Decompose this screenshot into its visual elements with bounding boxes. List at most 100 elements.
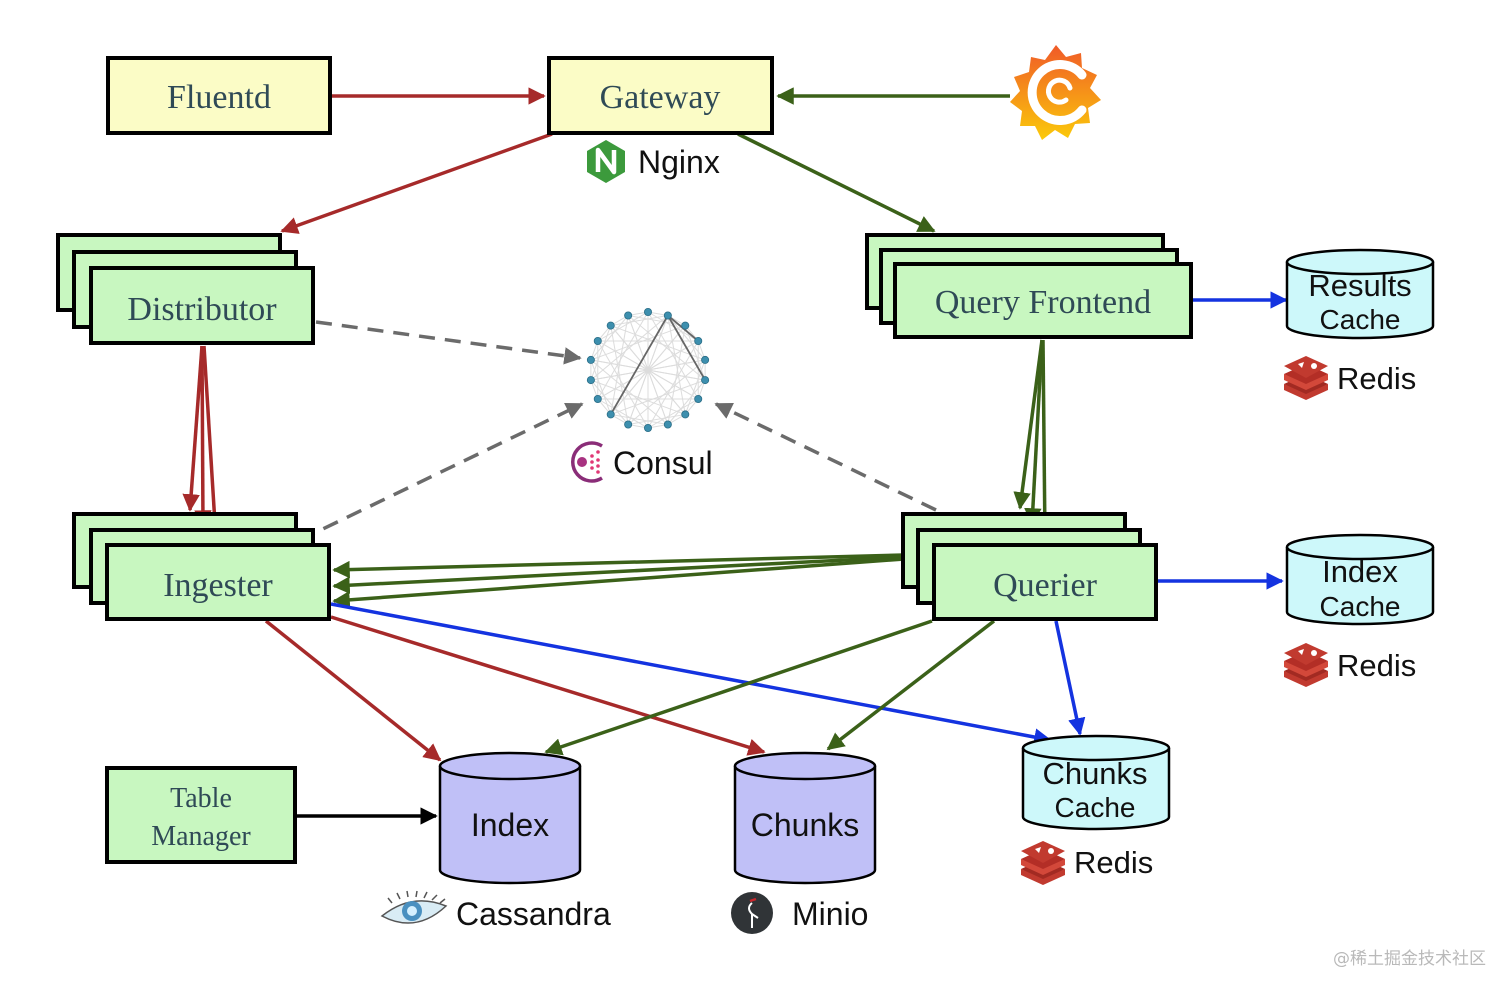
redis-label-results: Redis — [1337, 361, 1416, 396]
ring-link — [590, 315, 629, 361]
edge-distributor-ingester-1 — [182, 345, 204, 512]
ring-node — [701, 376, 710, 385]
edges — [182, 87, 1288, 825]
ring-link — [590, 325, 612, 381]
node-query-frontend-label: Query Frontend — [935, 284, 1151, 321]
edge-ingester-chunks-cache — [330, 602, 1052, 746]
node-fluentd-label: Fluentd — [167, 79, 271, 116]
table-manager-line2: Manager — [151, 821, 251, 852]
node-distributor-label: Distributor — [127, 291, 277, 328]
table-manager-line1: Table — [170, 783, 232, 814]
node-table-manager[interactable]: Table Manager — [105, 766, 297, 864]
node-querier[interactable]: Querier — [901, 512, 1158, 621]
minio-label: Minio — [792, 896, 868, 932]
minio-badge: Minio — [731, 892, 868, 934]
ring-node — [681, 321, 690, 330]
ring-highlight-link — [667, 315, 706, 381]
ring-link — [684, 325, 706, 381]
ring-link — [628, 315, 686, 327]
ring-node — [606, 321, 615, 330]
ring-node — [624, 420, 633, 429]
ring-link — [667, 379, 706, 425]
node-gateway[interactable]: Gateway — [547, 56, 774, 135]
node-query-frontend[interactable]: Query Frontend — [865, 233, 1193, 339]
nginx-label: Nginx — [638, 144, 720, 180]
ring-node — [606, 410, 615, 419]
consul-ring[interactable] — [586, 307, 710, 432]
edge-gateway-distributor — [280, 132, 553, 234]
ring-link — [627, 315, 669, 425]
edge-querier-ingester-3 — [332, 557, 905, 609]
node-results-cache[interactable]: Results Cache — [1285, 248, 1435, 340]
edge-distributor-ingester-3 — [202, 345, 224, 542]
node-chunks-cache[interactable]: Chunks Cache — [1021, 734, 1171, 831]
ring-link — [667, 315, 706, 361]
cassandra-label: Cassandra — [456, 896, 611, 932]
node-distributor[interactable]: Distributor — [56, 233, 315, 345]
index-cache-line2: Cache — [1320, 591, 1401, 622]
chunks-cache-line1: Chunks — [1042, 756, 1147, 791]
watermark: @稀土掘金技术社区 — [1333, 949, 1486, 969]
node-index-cache[interactable]: Index Cache — [1285, 533, 1435, 626]
chunks-store-label: Chunks — [751, 807, 860, 843]
ring-node — [593, 394, 602, 403]
nginx-icon — [587, 140, 625, 183]
edge-qf-querier-3 — [1036, 339, 1054, 542]
edge-ingester-chunks — [330, 615, 766, 756]
ring-node — [586, 376, 595, 385]
ring-link — [627, 315, 706, 381]
ring-node — [681, 410, 690, 419]
ring-node — [694, 394, 703, 403]
edge-distributor-consul — [315, 320, 582, 365]
edge-qf-querier-1 — [1013, 339, 1044, 510]
ring-node — [644, 423, 653, 432]
ring-link — [590, 379, 629, 425]
nginx-badge: Nginx — [587, 140, 720, 183]
ring-node — [624, 311, 633, 320]
node-index-store[interactable]: Index — [438, 751, 582, 885]
results-cache-line1: Results — [1308, 268, 1411, 303]
node-ingester[interactable]: Ingester — [72, 512, 331, 621]
ring-link — [684, 359, 706, 415]
redis-badge-chunks: Redis — [1021, 841, 1153, 885]
redis-badge-index: Redis — [1284, 643, 1416, 687]
ring-node — [694, 336, 703, 345]
ring-link — [647, 398, 699, 429]
consul-icon — [571, 441, 603, 483]
minio-icon — [731, 892, 773, 934]
edge-ingester-index — [264, 619, 442, 762]
edge-querier-index — [544, 619, 933, 756]
edge-ingester-consul — [299, 402, 584, 542]
edge-qf-querier-2 — [1024, 339, 1044, 526]
ring-node — [586, 355, 595, 364]
edge-querier-ingester-2 — [332, 555, 905, 594]
ring-link — [597, 398, 649, 429]
ring-link — [590, 359, 612, 415]
cassandra-eye-icon — [380, 890, 448, 924]
redis-icon — [1021, 841, 1065, 885]
node-querier-label: Querier — [993, 567, 1098, 604]
edge-querier-chunks — [826, 619, 996, 751]
edge-querier-ingester-1 — [332, 553, 905, 579]
node-fluentd[interactable]: Fluentd — [106, 56, 332, 135]
redis-label-index: Redis — [1337, 648, 1416, 683]
redis-badge-results: Redis — [1284, 356, 1416, 400]
ring-highlight-link — [609, 315, 669, 415]
grafana-icon[interactable] — [1010, 45, 1101, 140]
ring-node — [593, 336, 602, 345]
edge-querier-consul — [714, 402, 937, 512]
ring-link — [647, 311, 699, 342]
results-cache-line2: Cache — [1320, 304, 1401, 335]
chunks-cache-line2: Cache — [1055, 792, 1136, 823]
ring-link — [597, 311, 649, 342]
edge-querier-chunks-cache — [1054, 620, 1086, 736]
ring-node — [663, 420, 672, 429]
ring-node — [701, 355, 710, 364]
consul-label: Consul — [613, 445, 713, 481]
node-chunks-store[interactable]: Chunks — [733, 751, 877, 885]
edge-distributor-ingester-2 — [194, 345, 212, 528]
index-store-label: Index — [471, 807, 549, 843]
ring-node — [663, 311, 672, 320]
node-ingester-label: Ingester — [163, 567, 273, 604]
